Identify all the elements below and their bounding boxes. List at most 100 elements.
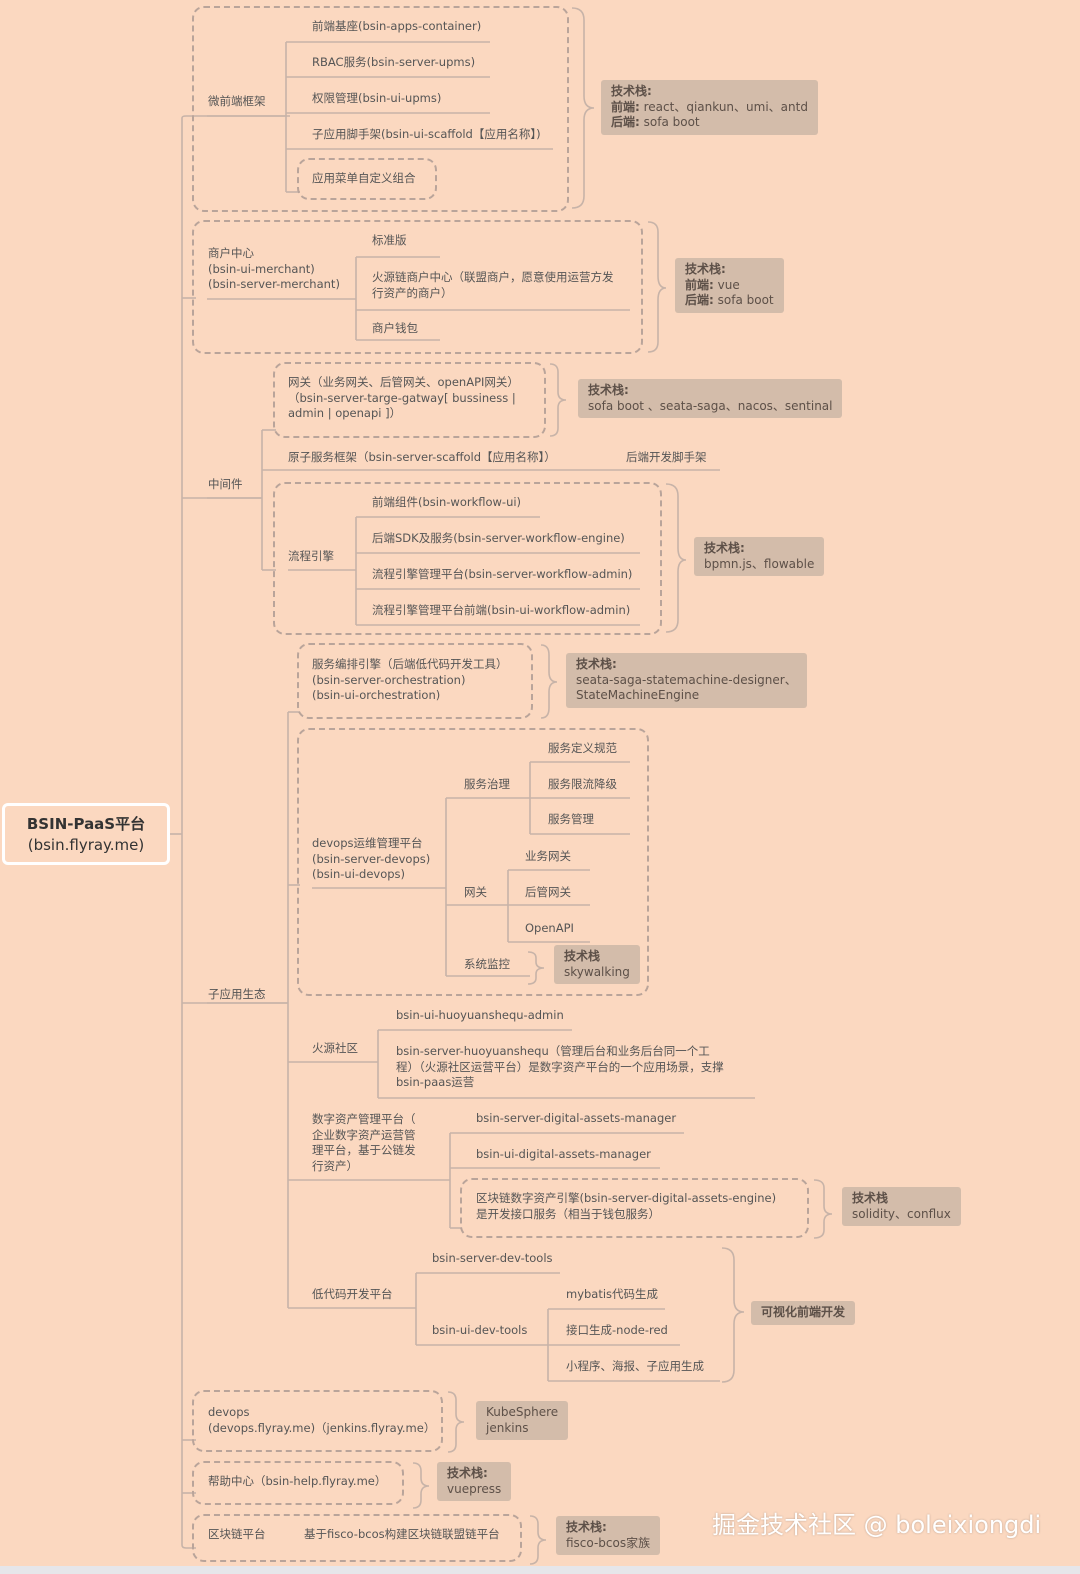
merchant-item: 火源链商户中心（联盟商户，愿意使用运营方发 行资产的商户） <box>372 270 614 300</box>
bottom-chain-desc: 基于fisco-bcos构建区块链联盟链平台 <box>304 1527 500 1541</box>
tech-value: sofa boot <box>639 115 700 129</box>
gateway-item: 业务网关 <box>525 849 571 863</box>
tech-title: 技术栈: <box>588 383 629 397</box>
lowcode-item: bsin-ui-dev-tools <box>432 1323 528 1337</box>
tech-digital: 技术栈 solidity、conflux <box>842 1187 961 1226</box>
digital-item: 区块链数字资产引擎(bsin-server-digital-assets-eng… <box>476 1191 777 1221</box>
tech-workflow: 技术栈: bpmn.js、flowable <box>694 537 825 576</box>
gateway-item: 后管网关 <box>525 885 571 899</box>
tech-value: skywalking <box>564 964 630 979</box>
tech-value: solidity、conflux <box>852 1206 951 1221</box>
group-devops <box>192 1390 443 1452</box>
workflow-item: 前端组件(bsin-workflow-ui) <box>372 495 522 509</box>
tech-value: vuepress <box>447 1481 502 1496</box>
tech-micro-frontend: 技术栈: 前端: react、qiankun、umi、antd 后端: sofa… <box>601 80 818 135</box>
workflow-item: 流程引擎管理平台前端(bsin-ui-workflow-admin) <box>372 603 631 617</box>
tech-title: 技术栈: <box>685 262 726 276</box>
digital-item: bsin-server-digital-assets-manager <box>476 1111 677 1125</box>
mf-item: 应用菜单自定义组合 <box>312 171 416 185</box>
merchant-item: 商户钱包 <box>372 321 418 335</box>
tech-title: 可视化前端开发 <box>761 1305 846 1319</box>
tech-value: bpmn.js、flowable <box>704 556 815 571</box>
middleware-workflow: 流程引擎 <box>288 549 334 563</box>
tech-title: 技术栈: <box>447 1466 488 1480</box>
sub-digital: 数字资产管理平台（ 企业数字资产运营管 理平台，基于公链发 行资产） <box>312 1112 416 1173</box>
governance-item: 服务限流降级 <box>548 777 617 791</box>
tech-key: 前端: <box>685 277 714 292</box>
tech-merchant: 技术栈: 前端: vue 后端: sofa boot <box>675 258 784 313</box>
workflow-item: 后端SDK及服务(bsin-server-workflow-engine) <box>372 531 625 545</box>
group-workflow <box>273 482 662 635</box>
bottom-devops: devops (devops.flyray.me)（jenkins.flyray… <box>208 1405 436 1435</box>
governance-item: 服务定义规范 <box>548 741 617 755</box>
tech-key: 后端: <box>685 293 714 307</box>
merchant-item: 标准版 <box>372 233 407 247</box>
tech-value: seata-saga-statemachine-designer、 StateM… <box>576 672 797 703</box>
tech-value: fisco-bcos家族 <box>566 1535 651 1550</box>
tech-value: vue <box>713 277 740 292</box>
sub-monitor: 系统监控 <box>464 957 510 971</box>
tech-title: 技术栈: <box>566 1520 607 1534</box>
root-subtitle: (bsin.flyray.me) <box>27 836 145 854</box>
workflow-item: 流程引擎管理平台(bsin-server-workflow-admin) <box>372 567 633 581</box>
tech-value: react、qiankun、umi、antd <box>639 99 808 114</box>
tech-help: 技术栈: vuepress <box>437 1462 512 1501</box>
tech-gateway: 技术栈: sofa boot 、seata-saga、nacos、sentina… <box>578 379 843 418</box>
group-menu-custom <box>297 158 437 200</box>
group-orchestration <box>297 643 533 719</box>
devtools-item: mybatis代码生成 <box>566 1287 659 1301</box>
tech-title: 技术栈 <box>852 1191 889 1205</box>
tech-title: 技术栈 <box>564 949 601 963</box>
category-sub-app: 子应用生态 <box>208 987 266 1001</box>
mf-item: 子应用脚手架(bsin-ui-scaffold【应用名称】) <box>312 127 541 141</box>
tech-key: 前端: <box>611 99 640 114</box>
tech-value: sofa boot <box>713 293 774 307</box>
devtools-item: 接口生成-node-red <box>566 1323 668 1337</box>
sub-devops-platform: devops运维管理平台 (bsin-server-devops) (bsin-… <box>312 836 431 881</box>
bottom-bar <box>0 1566 1080 1574</box>
bottom-help: 帮助中心（bsin-help.flyray.me） <box>208 1474 387 1488</box>
tech-value: KubeSphere jenkins <box>486 1405 559 1435</box>
governance-item: 服务管理 <box>548 812 594 826</box>
huoyuan-item: bsin-ui-huoyuanshequ-admin <box>396 1008 564 1022</box>
middleware-gateway: 网关（业务网关、后管网关、openAPI网关） （bsin-server-tar… <box>288 375 519 420</box>
tech-orchestration: 技术栈: seata-saga-statemachine-designer、 S… <box>566 653 807 708</box>
category-middleware: 中间件 <box>208 477 243 491</box>
group-help <box>192 1461 404 1505</box>
lowcode-item: bsin-server-dev-tools <box>432 1251 553 1265</box>
tech-key: 后端: <box>611 115 640 129</box>
sub-gateway: 网关 <box>464 885 487 899</box>
tech-title: 技术栈: <box>704 541 745 555</box>
tech-lowcode: 可视化前端开发 <box>751 1301 856 1325</box>
root-node: BSIN-PaaS平台 (bsin.flyray.me) <box>2 803 170 865</box>
tech-monitor: 技术栈 skywalking <box>554 945 640 984</box>
tech-chain: 技术栈: fisco-bcos家族 <box>556 1516 661 1555</box>
group-micro-frontend <box>192 6 569 212</box>
sub-huoyuan: 火源社区 <box>312 1041 358 1055</box>
group-chain <box>192 1514 522 1562</box>
mf-item: 前端基座(bsin-apps-container) <box>312 19 482 33</box>
tech-value: sofa boot 、seata-saga、nacos、sentinal <box>588 398 833 413</box>
group-gateway <box>273 362 546 438</box>
tech-devops: KubeSphere jenkins <box>476 1401 569 1440</box>
huoyuan-item: bsin-server-huoyuanshequ（管理后台和业务后台同一个工 程… <box>396 1044 724 1089</box>
category-micro-frontend: 微前端框架 <box>208 94 266 108</box>
mf-item: RBAC服务(bsin-server-upms) <box>312 55 476 69</box>
devtools-item: 小程序、海报、子应用生成 <box>566 1359 704 1373</box>
watermark: 掘金技术社区 @ boleixiongdi <box>712 1511 1042 1539</box>
gateway-item: OpenAPI <box>525 921 574 935</box>
group-digital-engine <box>460 1178 809 1238</box>
sub-lowcode: 低代码开发平台 <box>312 1287 393 1301</box>
sub-orchestration: 服务编排引擎（后端低代码开发工具） (bsin-server-orchestra… <box>312 657 508 702</box>
tech-title: 技术栈: <box>611 84 652 98</box>
group-devops-platform <box>297 728 649 996</box>
digital-item: bsin-ui-digital-assets-manager <box>476 1147 651 1161</box>
category-merchant: 商户中心 (bsin-ui-merchant) (bsin-server-mer… <box>208 246 340 291</box>
middleware-atomic: 原子服务框架（bsin-server-scaffold【应用名称】） <box>288 450 556 464</box>
bottom-chain: 区块链平台 <box>208 1527 266 1541</box>
group-merchant <box>192 220 643 354</box>
mf-item: 权限管理(bsin-ui-upms) <box>312 91 442 105</box>
root-title: BSIN-PaaS平台 <box>26 815 146 833</box>
sub-governance: 服务治理 <box>464 777 510 791</box>
